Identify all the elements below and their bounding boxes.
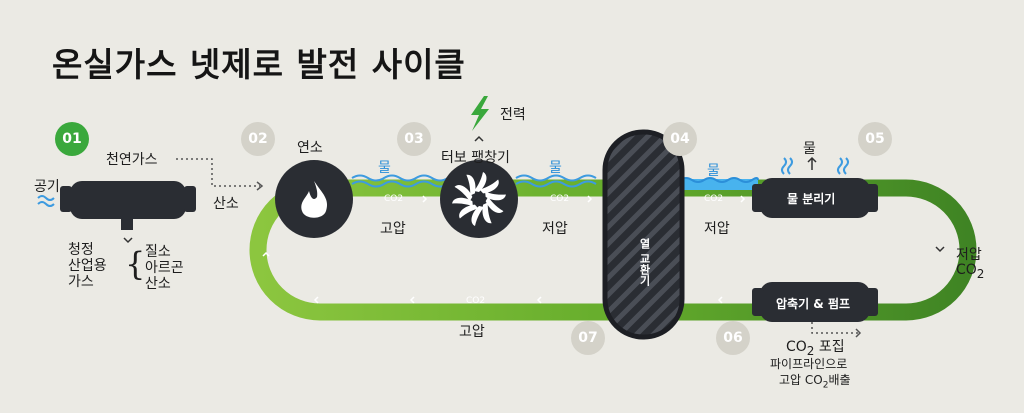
pipe-co2-1: CO2 <box>384 194 404 204</box>
turbine-blade <box>479 179 499 194</box>
water-out-label: 물 <box>803 141 816 157</box>
pipe-co2-4: CO2 <box>466 296 486 306</box>
heat-exchanger <box>605 132 682 337</box>
chevron-down-icon <box>123 237 133 244</box>
water-pool-surface <box>679 177 759 183</box>
high-pressure-label-2: 고압 <box>459 324 485 340</box>
chevron-icon <box>935 246 945 253</box>
emission-label: 고압 CO2배출 <box>779 373 851 391</box>
air-wave-icon <box>37 195 55 207</box>
asu-outlet <box>121 217 133 230</box>
power-arrow-icon <box>474 135 484 142</box>
air-label: 공기 <box>34 179 60 195</box>
turbine-blade <box>471 206 484 226</box>
asu-gases-label: 질소 아르곤 산소 <box>145 244 184 292</box>
co2-capture-label: CO2 포집 <box>786 339 845 358</box>
gas-dotted-line <box>176 158 260 187</box>
power-label: 전력 <box>500 107 526 123</box>
capture-arrow-icon <box>855 328 862 338</box>
water-out-arrow-icon <box>807 156 817 170</box>
low-pressure-label-3: 저압 <box>956 247 982 263</box>
step-badge-03: 03 <box>397 122 431 156</box>
turbine-label: 터보 팽창기 <box>441 150 510 166</box>
page-title: 온실가스 넷제로 발전 사이클 <box>52 45 466 84</box>
step-badge-02: 02 <box>241 122 275 156</box>
water-separator <box>760 178 870 218</box>
steam-icon <box>781 157 849 175</box>
co2-right-label: CO2 <box>956 262 985 281</box>
natural-gas-label: 천연가스 <box>106 152 158 168</box>
capture-dotted-line <box>811 322 858 334</box>
low-pressure-label-2: 저압 <box>704 221 730 237</box>
wave-icon <box>351 174 597 188</box>
compressor-pump <box>760 282 870 322</box>
pipe-co2-2: CO2 <box>550 194 570 204</box>
step-badge-04: 04 <box>663 122 697 156</box>
combustion-label: 연소 <box>297 140 323 156</box>
gas-arrow-icon <box>256 181 264 191</box>
brace: { <box>125 245 146 283</box>
turbine-blade <box>482 202 492 224</box>
pipe-co2-3: CO2 <box>704 194 724 204</box>
low-pressure-label-1: 저압 <box>542 221 568 237</box>
water-pool <box>680 179 758 190</box>
flame-icon <box>301 181 328 218</box>
pipeline-label: 파이프라인으로 <box>770 357 848 371</box>
oxygen-label: 산소 <box>213 196 239 212</box>
water-label-2: 물 <box>549 160 562 176</box>
turbine-blade <box>452 197 473 207</box>
chevron-icon <box>262 195 746 304</box>
turbine-blade <box>485 191 506 201</box>
step-badge-01: 01 <box>55 122 89 156</box>
heat-exchanger-label: 열 교환기 <box>638 238 651 286</box>
lightning-icon <box>471 96 489 131</box>
step-badge-05: 05 <box>858 122 892 156</box>
asu-cap-left <box>60 186 72 212</box>
air-separation-unit <box>70 181 186 219</box>
asu-cap-right <box>184 186 196 212</box>
compressor-pump-label: 압축기 & 펌프 <box>776 297 851 311</box>
step-badge-07: 07 <box>571 321 605 355</box>
turbine-blade <box>466 174 476 196</box>
step-badge-06: 06 <box>716 321 750 355</box>
turbine-blade <box>485 196 504 213</box>
turbine-blade <box>454 185 473 202</box>
water-label-1: 물 <box>378 160 391 176</box>
water-separator-label: 물 분리기 <box>787 192 836 206</box>
water-label-3: 물 <box>707 163 720 179</box>
turbine-blade <box>474 172 487 192</box>
high-pressure-label-1: 고압 <box>380 221 406 237</box>
turbine-blade <box>459 204 479 219</box>
turbine-icon <box>452 172 506 226</box>
asu-output-label: 청정 산업용 가스 <box>68 242 107 290</box>
